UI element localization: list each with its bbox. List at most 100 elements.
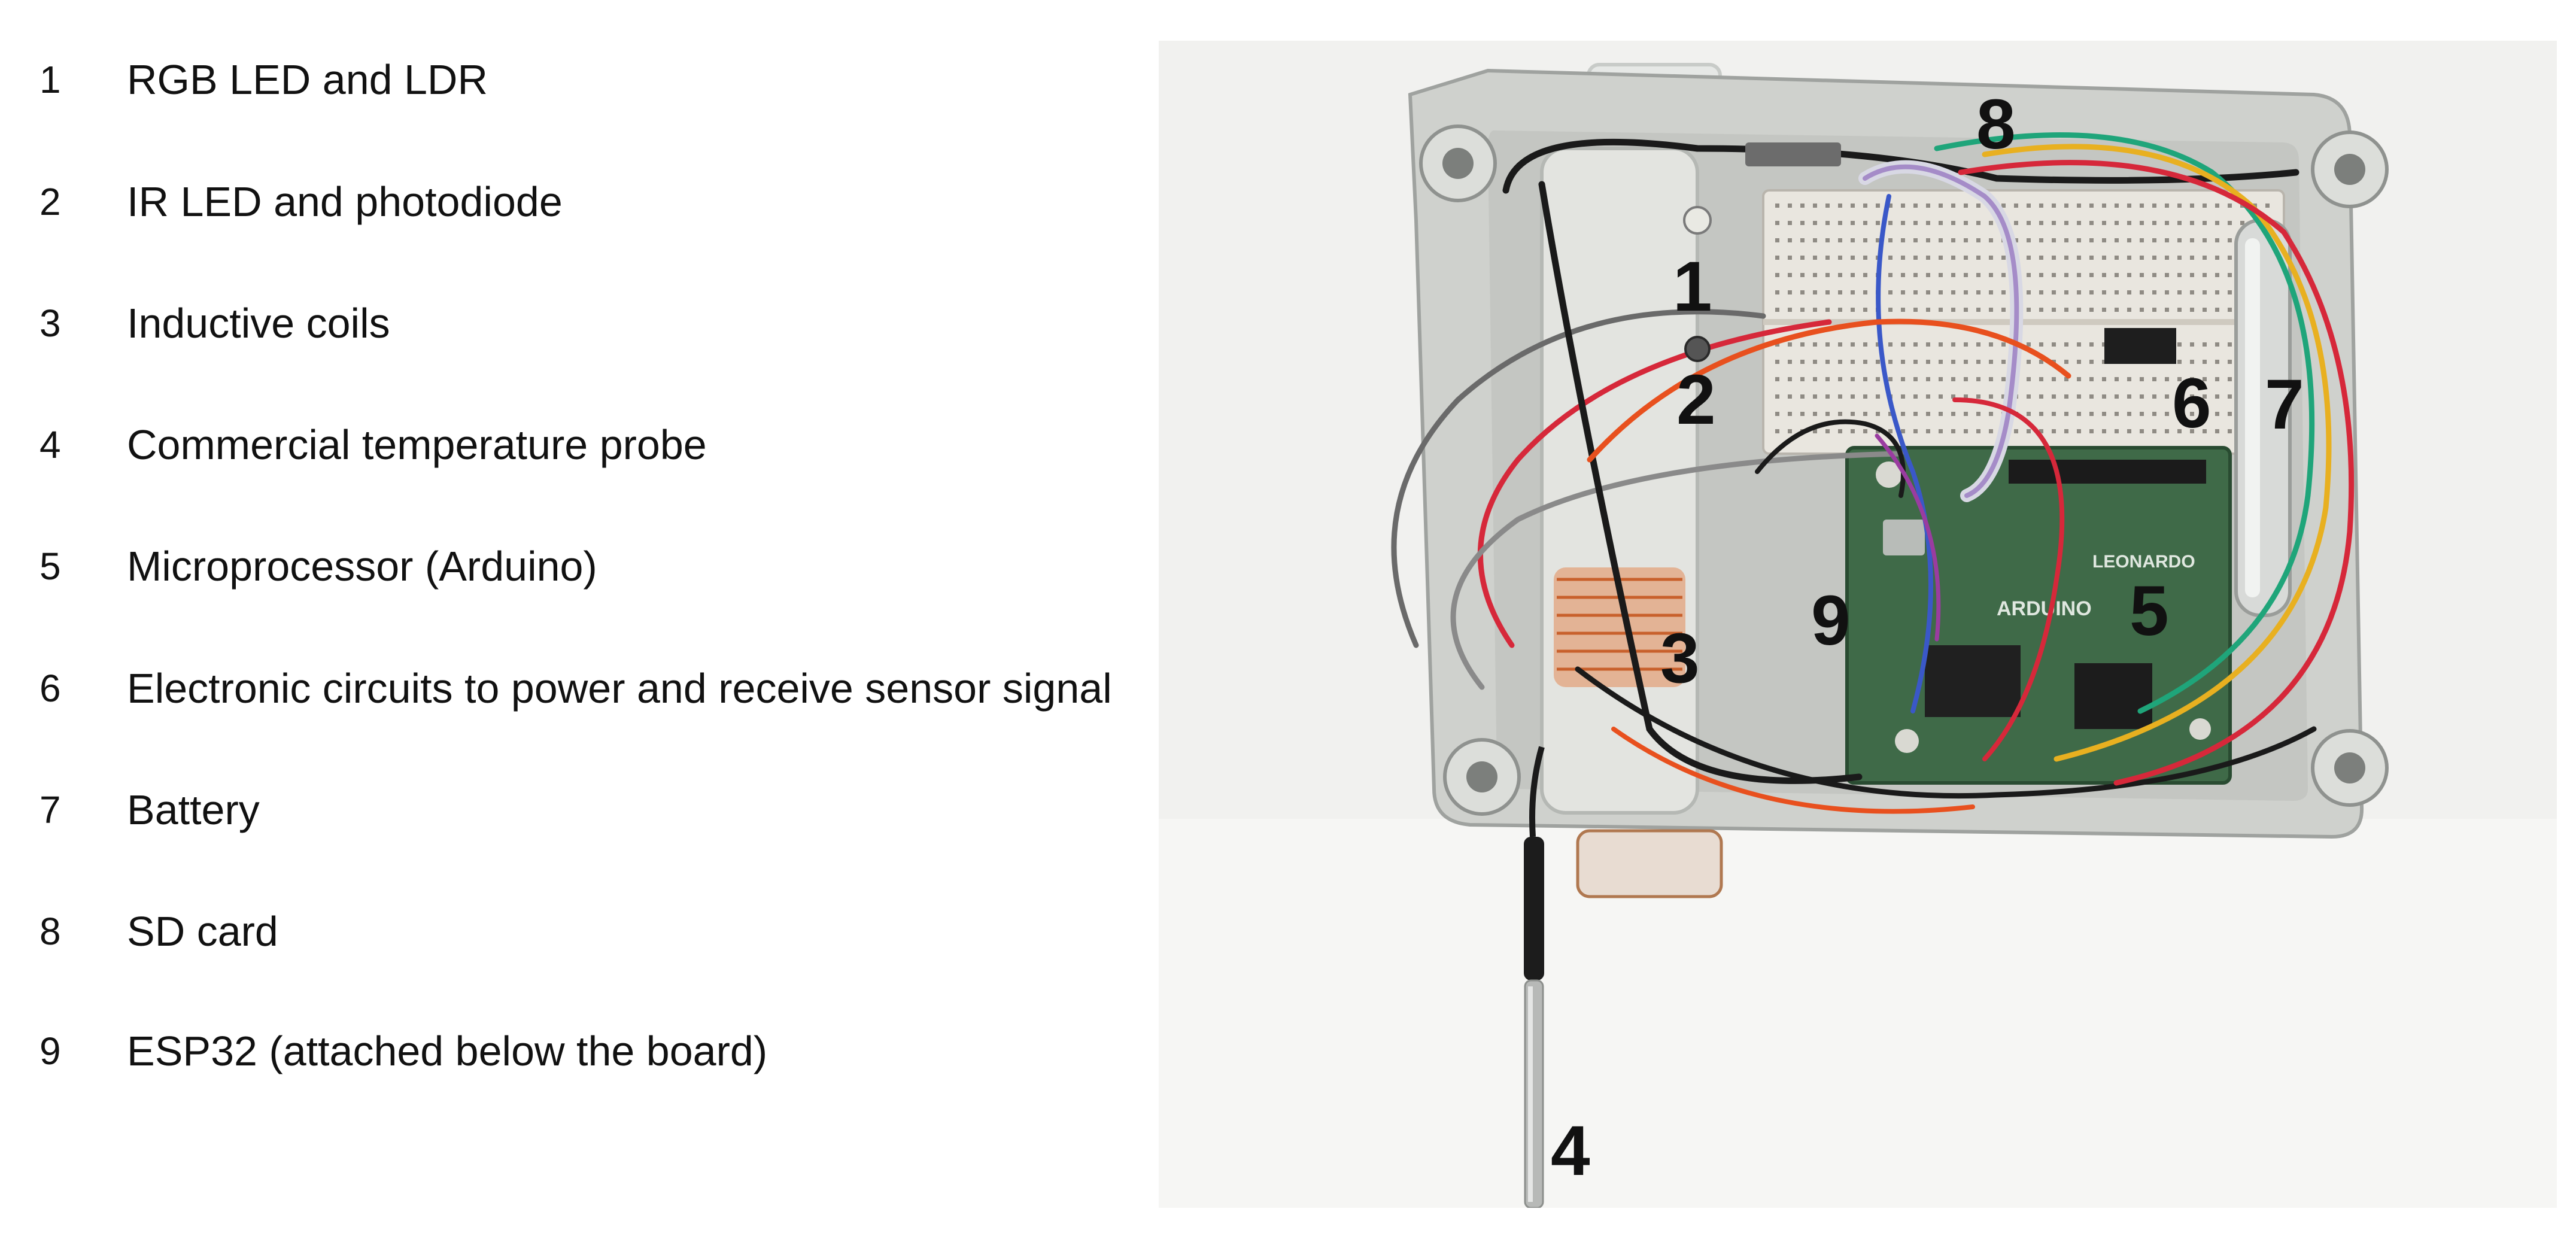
wires — [1391, 132, 2355, 814]
breadboard-hole — [2052, 273, 2056, 277]
breadboard-hole — [2177, 221, 2182, 225]
breadboard-hole — [2165, 204, 2169, 208]
breadboard-hole — [1788, 360, 1792, 364]
breadboard-hole — [2064, 238, 2068, 242]
legend-label: Commercial temperature probe — [127, 421, 707, 468]
breadboard-hole — [1913, 273, 1918, 277]
breadboard-hole — [2127, 204, 2131, 208]
breadboard-hole — [1863, 204, 1867, 208]
breadboard-hole — [1788, 429, 1792, 433]
breadboard-hole — [1788, 256, 1792, 260]
breadboard-hole — [1788, 342, 1792, 347]
breadboard-hole — [1989, 290, 1993, 294]
breadboard-hole — [1838, 238, 1842, 242]
breadboard-hole — [2152, 256, 2156, 260]
breadboard-hole — [1951, 342, 1955, 347]
breadboard-hole — [1825, 290, 1830, 294]
breadboard-hole — [2102, 204, 2106, 208]
breadboard-hole — [1876, 360, 1880, 364]
breadboard-hole — [1939, 290, 1943, 294]
breadboard-hole — [2027, 429, 2031, 433]
breadboard-hole — [2140, 308, 2144, 312]
callout-8: 8 — [1976, 85, 2016, 164]
breadboard-hole — [1800, 308, 1805, 312]
legend-number: 6 — [40, 667, 61, 710]
breadboard-hole — [2102, 238, 2106, 242]
breadboard-hole — [1976, 273, 1980, 277]
breadboard-hole — [2228, 394, 2232, 399]
breadboard-hole — [2077, 412, 2081, 416]
breadboard-hole — [2165, 394, 2169, 399]
breadboard-hole — [1951, 412, 1955, 416]
breadboard-hole — [2190, 308, 2194, 312]
breadboard-hole — [1788, 377, 1792, 381]
breadboard-hole — [1851, 238, 1855, 242]
breadboard-hole — [1813, 290, 1817, 294]
breadboard-hole — [1863, 360, 1867, 364]
breadboard-hole — [1901, 360, 1905, 364]
breadboard-hole — [2215, 238, 2219, 242]
breadboard-hole — [2203, 308, 2207, 312]
breadboard-hole — [2077, 238, 2081, 242]
breadboard-hole — [2203, 238, 2207, 242]
breadboard-hole — [1775, 238, 1779, 242]
breadboard-hole — [2102, 290, 2106, 294]
breadboard-hole — [1851, 412, 1855, 416]
breadboard-hole — [2064, 290, 2068, 294]
breadboard-hole — [2052, 377, 2056, 381]
breadboard-hole — [2177, 377, 2182, 381]
breadboard-hole — [2077, 394, 2081, 399]
breadboard-hole — [2228, 221, 2232, 225]
breadboard-hole — [2152, 290, 2156, 294]
breadboard-hole — [2027, 204, 2031, 208]
breadboard-hole — [2089, 429, 2094, 433]
breadboard-hole — [1800, 394, 1805, 399]
breadboard-hole — [1775, 342, 1779, 347]
breadboard-hole — [2077, 221, 2081, 225]
breadboard-hole — [1901, 238, 1905, 242]
breadboard-hole — [2001, 342, 2006, 347]
breadboard-hole — [1939, 308, 1943, 312]
breadboard-hole — [1851, 342, 1855, 347]
legend-number: 3 — [40, 302, 61, 345]
breadboard-hole — [2064, 221, 2068, 225]
breadboard-hole — [1851, 204, 1855, 208]
breadboard-hole — [1964, 394, 1968, 399]
device-photo: ARDUINO LEONARDO — [1159, 41, 2557, 1208]
callout-6: 6 — [2172, 364, 2212, 443]
breadboard-hole — [2127, 273, 2131, 277]
breadboard-hole — [1800, 360, 1805, 364]
breadboard-hole — [1913, 412, 1918, 416]
breadboard-hole — [1951, 360, 1955, 364]
breadboard-hole — [2203, 290, 2207, 294]
legend-label: Microprocessor (Arduino) — [127, 543, 597, 590]
breadboard-hole — [2215, 429, 2219, 433]
breadboard-hole — [2152, 221, 2156, 225]
breadboard-hole — [2115, 429, 2119, 433]
callout-5: 5 — [2130, 572, 2169, 651]
breadboard-hole — [1813, 394, 1817, 399]
breadboard-hole — [1838, 429, 1842, 433]
breadboard-hole — [1926, 342, 1930, 347]
breadboard-hole — [1775, 377, 1779, 381]
breadboard-hole — [2077, 290, 2081, 294]
breadboard-hole — [2240, 204, 2244, 208]
breadboard-hole — [2140, 273, 2144, 277]
breadboard-hole — [1951, 204, 1955, 208]
breadboard-hole — [1989, 342, 1993, 347]
temperature-probe — [1524, 746, 1545, 1208]
callout-9: 9 — [1811, 581, 1851, 660]
breadboard-hole — [1964, 412, 1968, 416]
breadboard-hole — [1976, 360, 1980, 364]
breadboard-hole — [1888, 204, 1892, 208]
breadboard-hole — [2039, 221, 2043, 225]
breadboard-hole — [1888, 342, 1892, 347]
breadboard-hole — [2089, 273, 2094, 277]
breadboard-hole — [1775, 273, 1779, 277]
breadboard-hole — [2077, 256, 2081, 260]
breadboard-hole — [2140, 256, 2144, 260]
screw-top-left — [1419, 124, 1497, 202]
legend-label: Inductive coils — [127, 300, 390, 347]
breadboard-hole — [1951, 394, 1955, 399]
